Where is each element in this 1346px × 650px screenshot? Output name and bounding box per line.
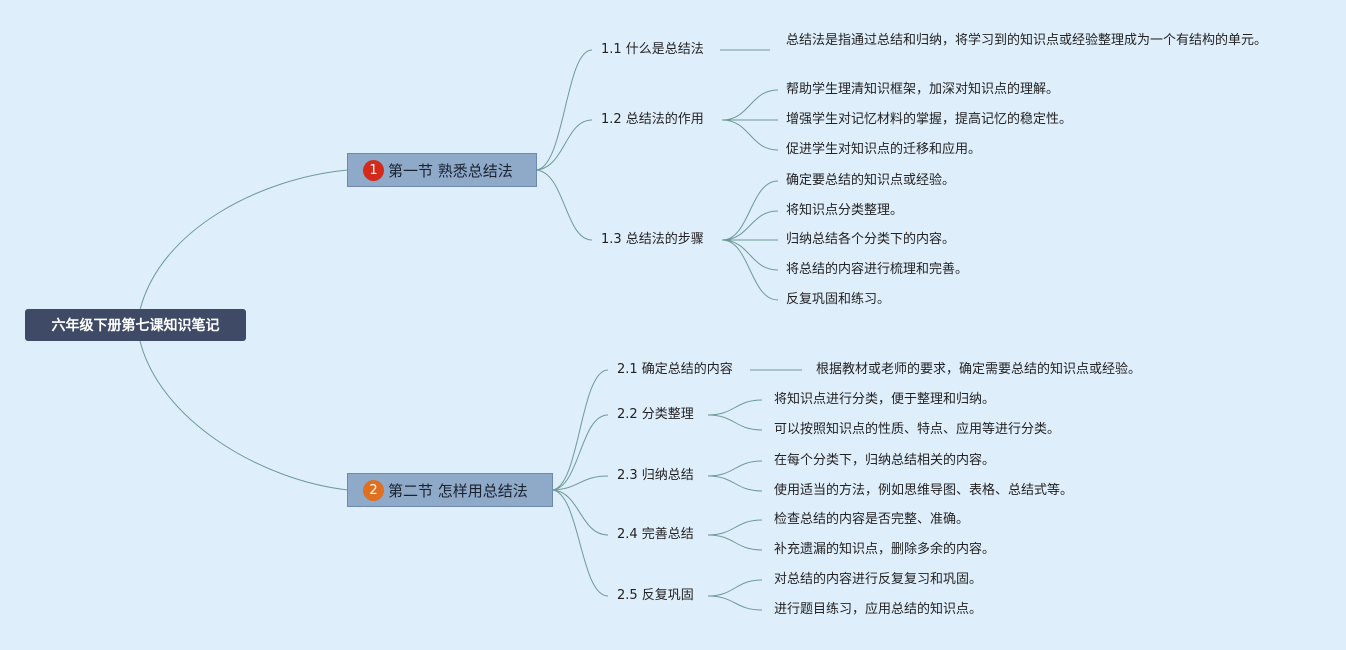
leaf-1-2-3[interactable]: 促进学生对知识点的迁移和应用。 (786, 142, 982, 157)
topic-2-1[interactable]: 2.1 确定总结的内容 (617, 362, 733, 377)
leaf-1-3-1[interactable]: 确定要总结的知识点或经验。 (786, 173, 956, 188)
section-2-label: 第二节 怎样用总结法 (388, 481, 528, 500)
leaf-2-5-1[interactable]: 对总结的内容进行反复复习和巩固。 (774, 572, 983, 587)
leaf-2-4-1[interactable]: 检查总结的内容是否完整、准确。 (774, 512, 970, 527)
section-1-node[interactable]: 1 第一节 熟悉总结法 (347, 153, 537, 187)
section-2-badge: 2 (363, 479, 384, 501)
leaf-2-2-2[interactable]: 可以按照知识点的性质、特点、应用等进行分类。 (774, 422, 1061, 437)
section-1-badge: 1 (363, 159, 384, 181)
leaf-2-4-2[interactable]: 补充遗漏的知识点，删除多余的内容。 (774, 542, 996, 557)
leaf-1-1-1[interactable]: 总结法是指通过总结和归纳，将学习到的知识点或经验整理成为一个有结构的单元。 (786, 33, 1268, 48)
root-node[interactable]: 六年级下册第七课知识笔记 (25, 309, 246, 341)
topic-2-4[interactable]: 2.4 完善总结 (617, 527, 694, 542)
leaf-1-3-2[interactable]: 将知识点分类整理。 (786, 203, 904, 218)
topic-1-2[interactable]: 1.2 总结法的作用 (601, 112, 704, 127)
leaf-1-3-4[interactable]: 将总结的内容进行梳理和完善。 (786, 262, 969, 277)
topic-1-3[interactable]: 1.3 总结法的步骤 (601, 232, 704, 247)
section-2-node[interactable]: 2 第二节 怎样用总结法 (347, 473, 553, 507)
leaf-1-3-5[interactable]: 反复巩固和练习。 (786, 292, 891, 307)
leaf-2-5-2[interactable]: 进行题目练习，应用总结的知识点。 (774, 602, 983, 617)
topic-2-2[interactable]: 2.2 分类整理 (617, 407, 694, 422)
topic-1-1[interactable]: 1.1 什么是总结法 (601, 42, 704, 57)
leaf-2-3-2[interactable]: 使用适当的方法，例如思维导图、表格、总结式等。 (774, 483, 1074, 498)
section-1-label: 第一节 熟悉总结法 (388, 161, 513, 180)
leaf-1-3-3[interactable]: 归纳总结各个分类下的内容。 (786, 232, 956, 247)
leaf-2-3-1[interactable]: 在每个分类下，归纳总结相关的内容。 (774, 453, 996, 468)
leaf-2-2-1[interactable]: 将知识点进行分类，便于整理和归纳。 (774, 392, 996, 407)
root-label: 六年级下册第七课知识笔记 (51, 318, 220, 334)
topic-2-3[interactable]: 2.3 归纳总结 (617, 468, 694, 483)
leaf-1-2-1[interactable]: 帮助学生理清知识框架，加深对知识点的理解。 (786, 82, 1060, 97)
leaf-2-1-1[interactable]: 根据教材或老师的要求，确定需要总结的知识点或经验。 (816, 362, 1142, 377)
leaf-1-2-2[interactable]: 增强学生对记忆材料的掌握，提高记忆的稳定性。 (786, 112, 1073, 127)
topic-2-5[interactable]: 2.5 反复巩固 (617, 588, 694, 603)
